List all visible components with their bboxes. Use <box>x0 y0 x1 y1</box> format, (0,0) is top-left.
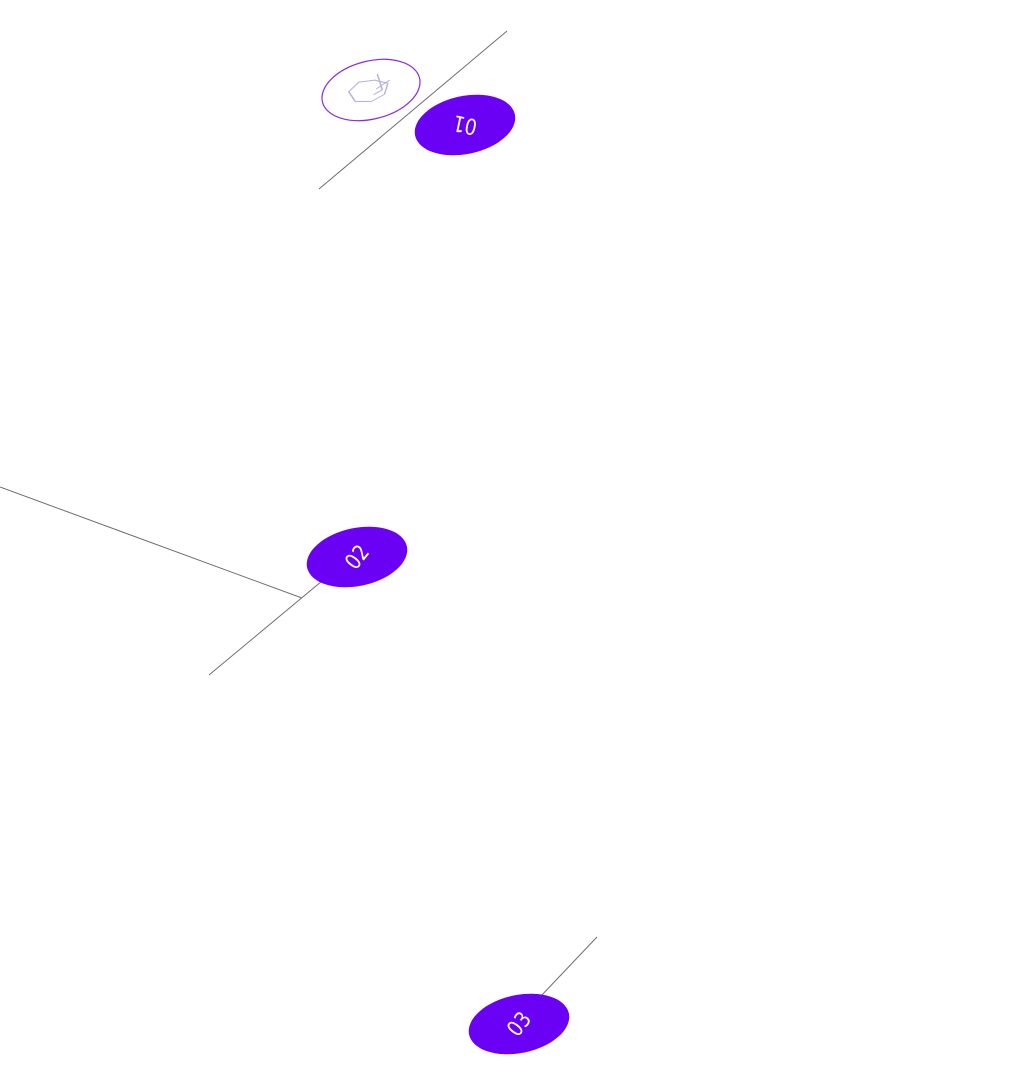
step-03-badge-shape <box>468 993 570 1055</box>
step-01-badge: 01 <box>414 94 516 156</box>
step-01-group: 01 <box>318 30 516 190</box>
step-02-group: 02 <box>0 486 408 676</box>
step-01-number: 01 <box>451 110 480 140</box>
step-03-group: 03 <box>468 936 598 1055</box>
step-02-badge-shape <box>306 526 408 588</box>
step-01-connector-line <box>318 30 508 190</box>
shield-marker <box>321 58 421 122</box>
step-03-badge: 03 <box>468 993 570 1055</box>
shield-marker-ring <box>321 58 421 122</box>
step-02-connector-line-lower <box>208 580 323 676</box>
step-01-badge-shape <box>414 94 516 156</box>
shield-check-icon <box>347 73 390 103</box>
step-03-connector-line <box>539 936 598 998</box>
step-02-connector-line-upper <box>0 486 303 599</box>
step-02-badge: 02 <box>306 526 408 588</box>
